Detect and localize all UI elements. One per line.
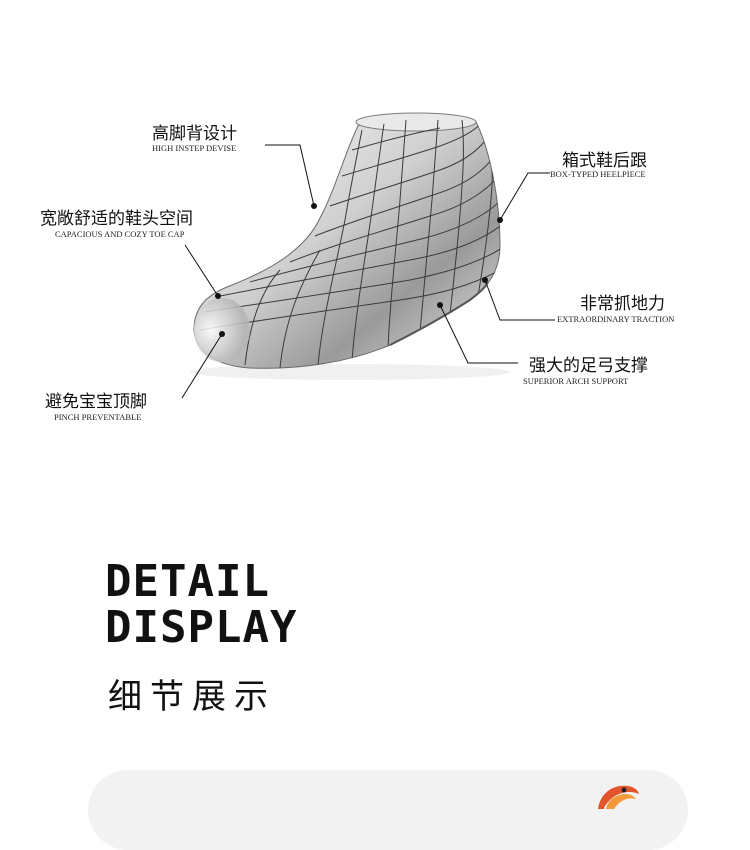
section-title-en-line1: DETAIL: [105, 556, 270, 607]
callout-heel-en: BOX-TYPED HEELPIECE: [550, 169, 646, 179]
callout-toecap-cn: 宽敞舒适的鞋头空间: [40, 209, 193, 229]
callout-traction-en: EXTRAORDINARY TRACTION: [557, 314, 675, 324]
shoe-illustration: [181, 112, 555, 399]
callout-traction-cn: 非常抓地力: [580, 294, 665, 314]
section-title-cn: 细节展示: [108, 677, 276, 717]
section-title-en-line2: DISPLAY: [105, 602, 298, 653]
callout-instep-cn: 高脚背设计: [152, 124, 237, 144]
callout-pinch-en: PINCH PREVENTABLE: [54, 412, 142, 422]
callout-heel-cn: 箱式鞋后跟: [562, 151, 647, 171]
callout-arch-cn: 强大的足弓支撑: [529, 356, 648, 376]
callout-toecap-en: CAPACIOUS AND COZY TOE CAP: [55, 229, 185, 239]
shoe-body: [193, 116, 501, 369]
brand-logo-icon: [598, 785, 639, 809]
shoe-top-opening: [355, 112, 477, 132]
callout-pinch-cn: 避免宝宝顶脚: [45, 392, 147, 412]
shoe-toe-highlight: [194, 298, 250, 362]
callout-arch-en: SUPERIOR ARCH SUPPORT: [523, 376, 629, 386]
callout-instep-en: HIGH INSTEP DEVISE: [152, 143, 237, 153]
